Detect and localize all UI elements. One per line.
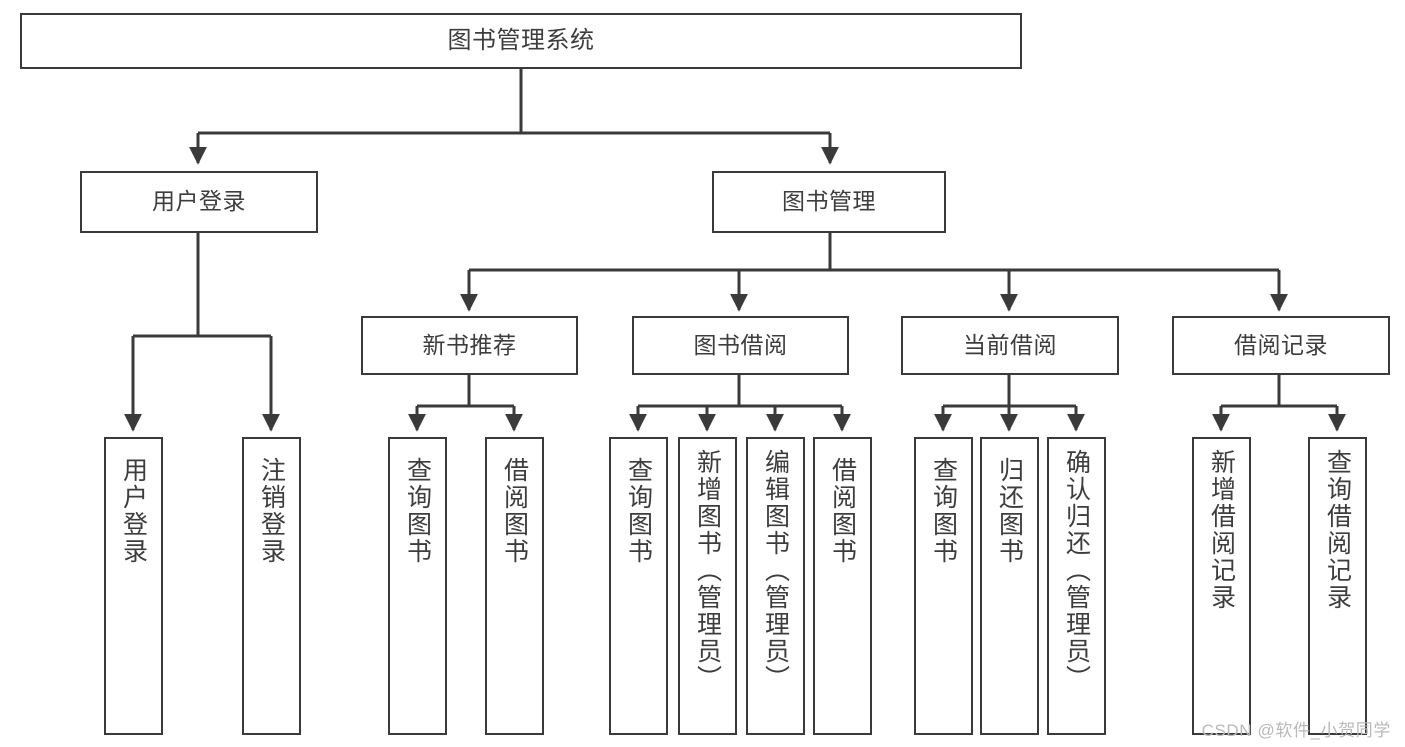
node-leaf-user-login-label: 用户登录 xyxy=(119,457,148,565)
node-leaf-borrow-book-label: 借阅图书 xyxy=(828,457,857,565)
node-leaf-edit-book-label: 编辑图书（管理员） xyxy=(761,449,790,692)
node-leaf-edit-book[interactable]: 编辑图书（管理员） xyxy=(746,437,805,735)
node-root-label: 图书管理系统 xyxy=(447,26,595,54)
node-leaf-newbook-borrow-label: 借阅图书 xyxy=(500,457,529,565)
node-leaf-return-book-label: 归还图书 xyxy=(995,457,1024,565)
node-leaf-add-record[interactable]: 新增借阅记录 xyxy=(1192,437,1251,735)
node-leaf-logout[interactable]: 注销登录 xyxy=(242,437,301,735)
node-leaf-current-query-label: 查询图书 xyxy=(929,457,958,565)
node-leaf-borrow-query[interactable]: 查询图书 xyxy=(609,437,668,735)
node-current-borrow-label: 当前借阅 xyxy=(963,331,1057,358)
node-book-borrow[interactable]: 图书借阅 xyxy=(632,316,849,375)
node-borrow-record-label: 借阅记录 xyxy=(1234,331,1328,358)
node-book-manage[interactable]: 图书管理 xyxy=(712,171,946,233)
node-leaf-newbook-query[interactable]: 查询图书 xyxy=(388,437,447,735)
node-borrow-record[interactable]: 借阅记录 xyxy=(1172,316,1390,375)
node-new-book-recommend-label: 新书推荐 xyxy=(422,331,517,358)
node-new-book-recommend[interactable]: 新书推荐 xyxy=(361,316,578,375)
node-book-manage-label: 图书管理 xyxy=(782,188,876,215)
node-leaf-user-login[interactable]: 用户登录 xyxy=(104,437,163,735)
node-leaf-query-record-label: 查询借阅记录 xyxy=(1323,449,1352,611)
node-leaf-confirm-return-label: 确认归还（管理员） xyxy=(1062,449,1091,692)
node-leaf-borrow-query-label: 查询图书 xyxy=(624,457,653,565)
node-leaf-newbook-borrow[interactable]: 借阅图书 xyxy=(485,437,544,735)
node-leaf-borrow-book[interactable]: 借阅图书 xyxy=(813,437,872,735)
node-user-login-label: 用户登录 xyxy=(152,188,246,215)
node-leaf-add-record-label: 新增借阅记录 xyxy=(1207,449,1236,611)
node-leaf-return-book[interactable]: 归还图书 xyxy=(980,437,1039,735)
node-leaf-current-query[interactable]: 查询图书 xyxy=(914,437,973,735)
node-leaf-add-book[interactable]: 新增图书（管理员） xyxy=(678,437,737,735)
node-book-borrow-label: 图书借阅 xyxy=(693,331,788,358)
node-leaf-confirm-return[interactable]: 确认归还（管理员） xyxy=(1047,437,1106,735)
node-current-borrow[interactable]: 当前借阅 xyxy=(901,316,1119,375)
node-leaf-add-book-label: 新增图书（管理员） xyxy=(693,449,722,692)
node-user-login[interactable]: 用户登录 xyxy=(80,171,318,233)
node-leaf-logout-label: 注销登录 xyxy=(257,457,286,565)
node-leaf-query-record[interactable]: 查询借阅记录 xyxy=(1308,437,1367,735)
node-root[interactable]: 图书管理系统 xyxy=(20,13,1022,69)
node-leaf-newbook-query-label: 查询图书 xyxy=(403,457,432,565)
